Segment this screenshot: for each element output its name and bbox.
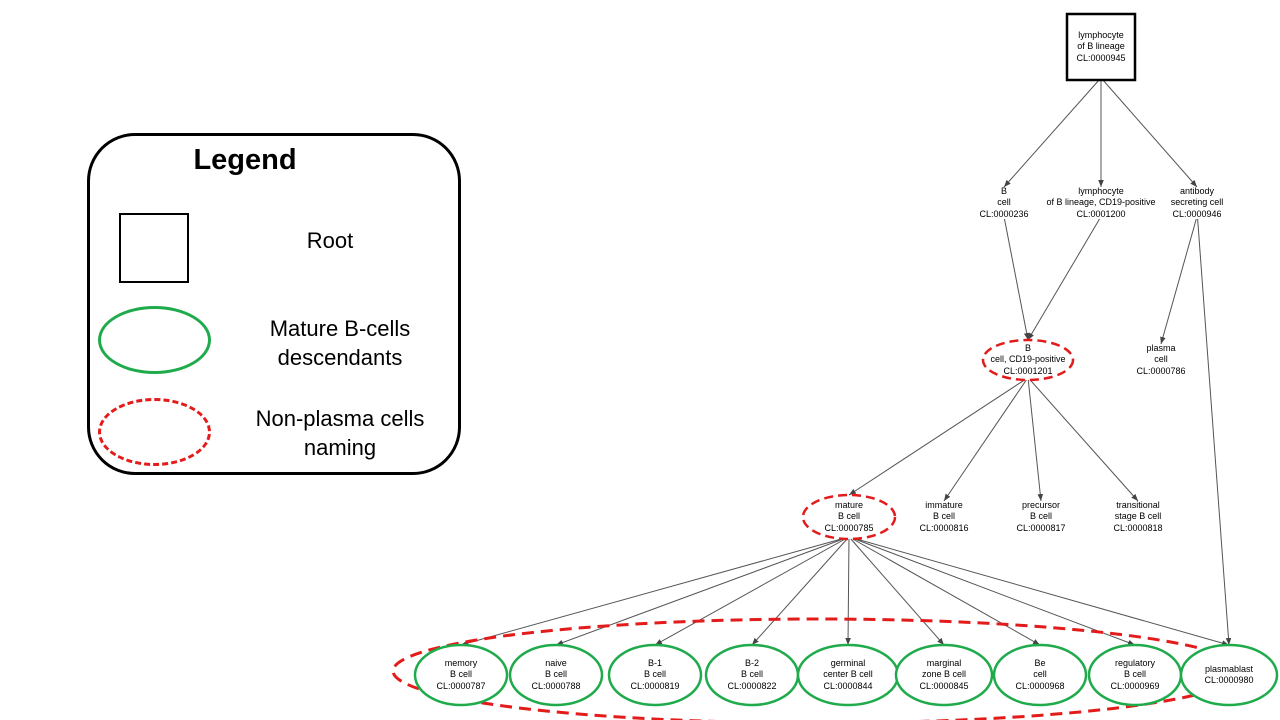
edge-mature_b-to-b1_cell [654,538,846,646]
edge-lymphocyte_b_lineage-to-antibody_secreting [1102,79,1198,188]
edge-lymphocyte_cd19-to-b_cell_cd19 [1027,218,1100,341]
edge-mature_b-to-plasmablast [856,538,1230,646]
edge-mature_b-to-marginal_zone_b [850,538,945,646]
edge-antibody_secreting-to-plasma_cell [1160,218,1197,345]
legend-mature-ellipse [98,306,211,374]
node-label-b_cell: B cell CL:0000236 [979,185,1029,219]
node-label-transitional_b: transitional stage B cell CL:0000818 [1113,499,1163,533]
node-shape-lymphocyte_b_lineage [1065,12,1137,82]
node-label-plasmablast: plasmablast CL:0000980 [1204,663,1254,686]
node-label-b2_cell: B-2 B cell CL:0000822 [727,657,777,691]
edge-b_cell_cd19-to-immature_b [943,379,1027,502]
node-label-b1_cell: B-1 B cell CL:0000819 [630,657,680,691]
edge-mature_b-to-memory_b [460,538,842,646]
node-shape-b1_cell [607,643,703,707]
node-shape-naive_b [508,643,604,707]
edge-antibody_secreting-to-plasmablast [1197,218,1232,646]
node-label-regulatory_b: regulatory B cell CL:0000969 [1110,657,1160,691]
edge-mature_b-to-germinal_center_b [845,538,851,646]
legend-root-label: Root [306,228,354,253]
edge-mature_b-to-be_cell [852,538,1041,646]
edge-b_cell_cd19-to-transitional_b [1029,379,1139,502]
node-shape-b_cell_cd19 [981,338,1075,382]
legend-nonplasma-ellipse [98,398,211,466]
node-label-lymphocyte_cd19: lymphocyte of B lineage, CD19-positive C… [1046,185,1156,219]
legend-mature-label: Mature B-cells descendants [269,316,411,370]
node-label-lymphocyte_b_lineage: lymphocyte of B lineage CL:0000945 [1076,29,1126,63]
node-label-germinal_center_b: germinal center B cell CL:0000844 [823,657,873,691]
legend-box: Legend Root Mature B-cells descendants N… [87,133,461,475]
node-shape-be_cell [992,643,1088,707]
edge-mature_b-to-regulatory_b [854,538,1136,646]
node-shape-mature_b [801,493,897,541]
legend-title: Legend [193,144,297,176]
node-label-naive_b: naive B cell CL:0000788 [531,657,581,691]
node-label-antibody_secreting: antibody secreting cell CL:0000946 [1170,185,1224,219]
node-shape-plasmablast [1179,643,1279,707]
legend-root-square [119,213,189,283]
node-label-plasma_cell: plasma cell CL:0000786 [1136,342,1186,376]
edge-lymphocyte_b_lineage-to-b_cell [1003,79,1100,188]
node-label-marginal_zone_b: marginal zone B cell CL:0000845 [919,657,969,691]
node-label-b_cell_cd19: B cell, CD19-positive CL:0001201 [990,342,1066,376]
legend-nonplasma-label: Non-plasma cells naming [255,406,425,460]
node-label-immature_b: immature B cell CL:0000816 [919,499,969,533]
node-label-mature_b: mature B cell CL:0000785 [824,499,874,533]
node-label-be_cell: Be cell CL:0000968 [1015,657,1065,691]
edge-b_cell-to-b_cell_cd19 [1003,218,1030,341]
node-label-precursor_b: precursor B cell CL:0000817 [1016,499,1066,533]
edge-mature_b-to-b2_cell [751,538,848,646]
node-label-memory_b: memory B cell CL:0000787 [436,657,486,691]
node-shape-marginal_zone_b [894,643,994,707]
edge-b_cell_cd19-to-mature_b [848,379,1025,496]
node-shape-memory_b [413,643,509,707]
edge-b_cell_cd19-to-precursor_b [1027,379,1044,502]
